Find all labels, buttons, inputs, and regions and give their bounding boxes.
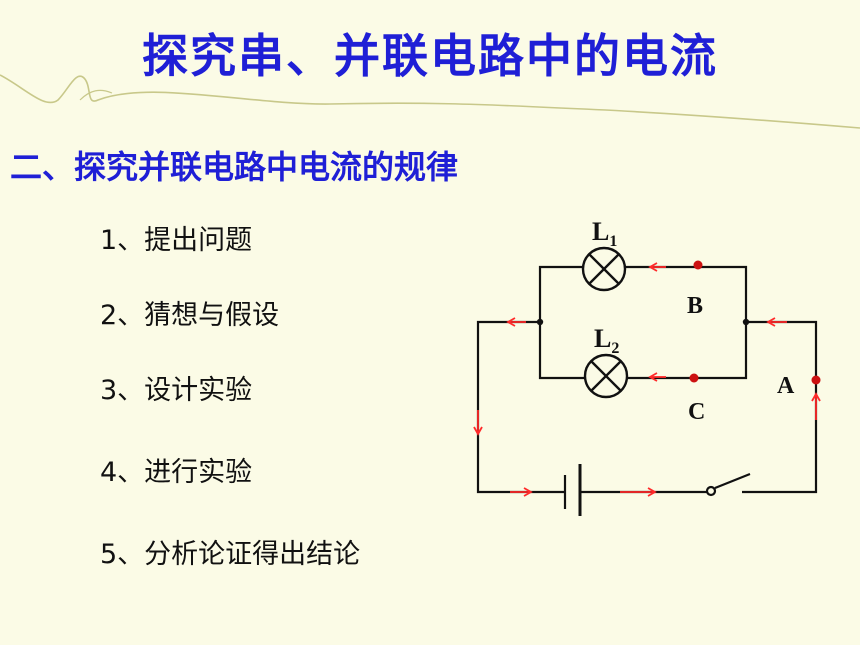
point-c-label: C: [688, 399, 705, 425]
current-arrow-icon: [766, 317, 787, 327]
current-arrow-icon: [648, 372, 666, 382]
current-arrow-icon: [648, 262, 666, 272]
point-b-dot: [693, 260, 703, 270]
current-arrow-icon: [473, 410, 483, 436]
current-arrow-icon: [620, 487, 657, 497]
point-c-dot: [689, 373, 699, 383]
junction-dot: [742, 318, 750, 326]
point-a-dot: [811, 375, 821, 385]
step-item: 2、猜想与假设: [100, 300, 280, 331]
lamp-l2-label: L2: [594, 324, 619, 357]
point-a-label: A: [777, 373, 795, 399]
branch-bottom: [538, 322, 748, 380]
page-title: 探究串、并联电路中的电流: [142, 29, 718, 83]
section-heading: 二、探究并联电路中电流的规律: [10, 148, 459, 186]
step-item: 4、进行实验: [100, 457, 253, 488]
step-item: 1、提出问题: [100, 225, 253, 256]
point-b-label: B: [687, 293, 703, 319]
branch-top: [538, 265, 748, 322]
lamp-l1-icon: [581, 246, 627, 292]
wire-left: [476, 320, 565, 494]
current-arrow-icon: [811, 392, 821, 420]
switch-icon: [705, 472, 751, 497]
battery-icon: [563, 464, 582, 516]
junction-dot: [536, 318, 544, 326]
current-arrow-icon: [510, 487, 533, 497]
step-item: 5、分析论证得出结论: [100, 539, 361, 570]
wire-right: [742, 320, 818, 494]
step-item: 3、设计实验: [100, 375, 253, 406]
lamp-l2-icon: [583, 353, 629, 399]
lamp-l1-label: L1: [592, 217, 617, 250]
current-arrow-icon: [506, 317, 526, 327]
